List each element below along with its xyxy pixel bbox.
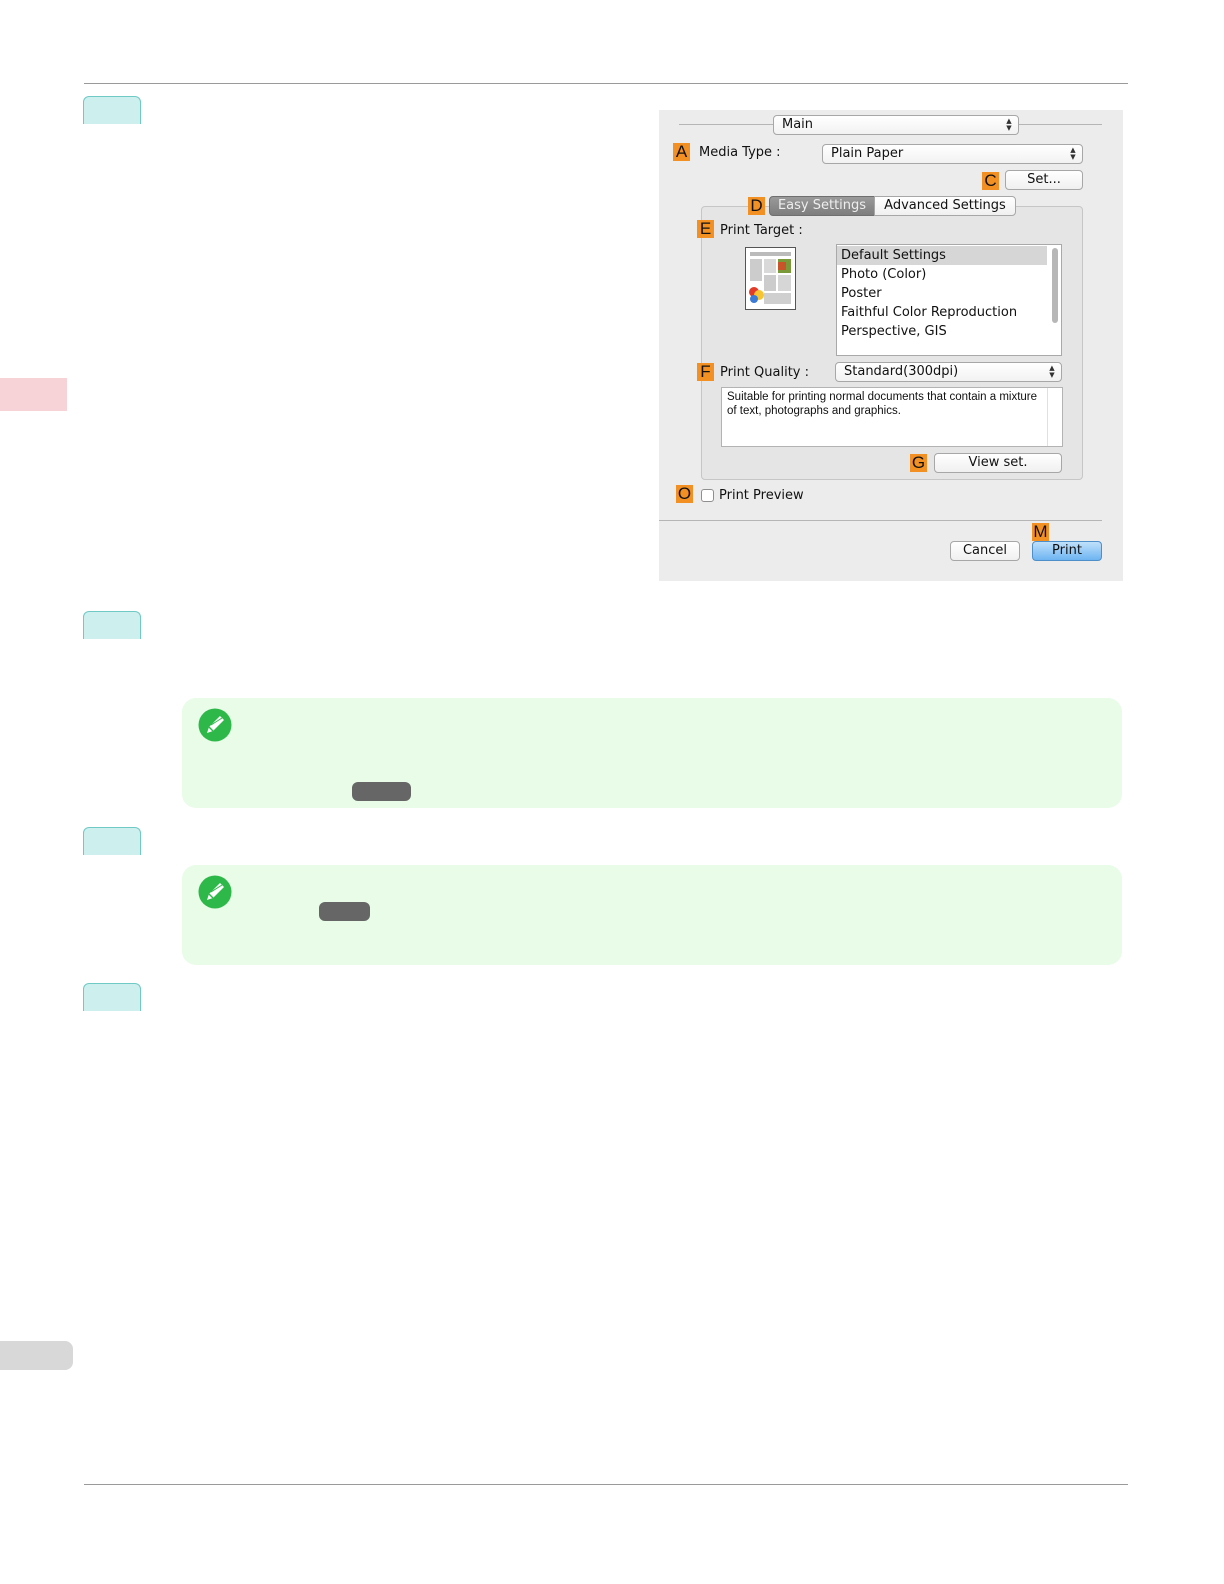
panel-popup-label: Main [782,117,814,132]
step-marker-3 [83,827,141,855]
print-button[interactable]: Print [1032,541,1102,561]
print-quality-value: Standard(300dpi) [844,364,959,379]
list-item[interactable]: Faithful Color Reproduction [841,305,1018,320]
header-rule [84,83,1128,84]
tab-easy-settings[interactable]: Easy Settings [769,196,875,216]
callout-badge-g: G [910,453,927,472]
callout-badge-m: M [1032,522,1049,541]
list-item[interactable]: Perspective, GIS [841,324,947,339]
print-preview-label: Print Preview [719,488,804,503]
callout-badge-a: A [673,143,690,161]
list-item[interactable]: Poster [841,286,882,301]
up-down-arrows-icon: ▲▼ [1006,117,1012,132]
footer-rule [84,1484,1128,1485]
print-quality-popup[interactable]: Standard(300dpi) ▲▼ [835,362,1062,382]
up-down-arrows-icon: ▲▼ [1070,146,1076,161]
separator [1019,124,1102,125]
step-marker-2 [83,611,141,639]
document-preview-icon [749,252,791,304]
media-type-popup[interactable]: Plain Paper ▲▼ [822,144,1083,164]
key-label-placeholder [352,782,411,801]
page-side-tab [0,1341,73,1370]
media-type-value: Plain Paper [831,146,904,161]
separator [679,124,773,125]
panel-popup[interactable]: Main ▲▼ [773,115,1019,135]
print-target-preview [745,247,796,310]
description-scrollbar[interactable] [1047,388,1062,446]
callout-badge-c: C [982,172,999,190]
list-item[interactable]: Default Settings [837,246,1047,265]
quality-description-text: Suitable for printing normal documents t… [727,391,1038,417]
pencil-note-icon [198,875,232,909]
up-down-arrows-icon: ▲▼ [1049,364,1055,379]
set-button[interactable]: Set... [1005,170,1083,190]
separator [659,520,1102,521]
step-marker-4 [83,983,141,1011]
callout-badge-d: D [748,197,765,215]
media-type-label: Media Type : [699,145,781,160]
print-quality-label: Print Quality : [720,365,810,380]
print-dialog: Main ▲▼ A Media Type : Plain Paper ▲▼ C … [659,110,1123,581]
note-box-2 [182,865,1122,965]
callout-badge-f: F [697,363,714,381]
note-box-1 [182,698,1122,808]
print-preview-checkbox[interactable] [701,489,714,502]
tab-advanced-settings[interactable]: Advanced Settings [874,196,1016,216]
print-target-list[interactable]: Default Settings Photo (Color) Poster Fa… [836,244,1062,356]
quality-description-box: Suitable for printing normal documents t… [721,387,1063,447]
pencil-note-icon [198,708,232,742]
callout-badge-o: O [676,484,693,503]
view-set-button[interactable]: View set. [934,453,1062,473]
step-marker-1 [83,96,141,124]
print-target-label: Print Target : [720,223,803,238]
list-item[interactable]: Photo (Color) [841,267,927,282]
chapter-side-tab [0,378,67,411]
callout-badge-e: E [697,220,714,238]
list-scrollbar[interactable] [1052,248,1058,323]
key-label-placeholder [319,902,370,921]
cancel-button[interactable]: Cancel [950,541,1020,561]
